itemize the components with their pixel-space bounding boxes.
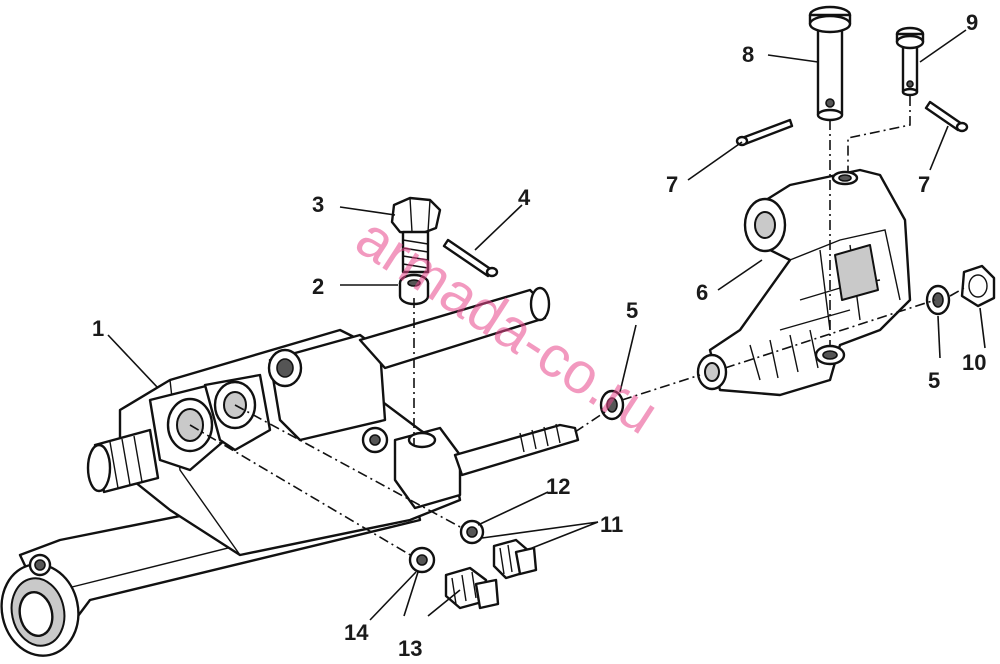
callout-3: 3 xyxy=(312,192,324,217)
callout-11: 11 xyxy=(600,512,623,537)
assembly-center-lines xyxy=(189,96,965,557)
part-3-bolt xyxy=(390,196,442,274)
callout-5-right: 5 xyxy=(928,368,940,393)
callout-9: 9 xyxy=(966,10,978,35)
callout-2: 2 xyxy=(312,274,324,299)
part-7-cotter-pin-right xyxy=(924,100,969,133)
callout-6: 6 xyxy=(696,280,708,305)
callout-labels: 1 2 3 4 5 5 6 7 7 8 9 10 11 12 13 14 xyxy=(92,10,986,661)
callout-5-left: 5 xyxy=(626,298,638,323)
part-13-bolt xyxy=(444,566,500,610)
part-6-bracket xyxy=(696,168,912,397)
callout-8: 8 xyxy=(742,42,754,67)
part-4-cotter-pin xyxy=(442,238,499,278)
part-2-washer xyxy=(398,273,430,306)
callout-10: 10 xyxy=(962,350,986,375)
callout-1: 1 xyxy=(92,316,104,341)
callout-7-right: 7 xyxy=(918,172,930,197)
leader-lines xyxy=(107,29,986,621)
part-5-washer-right xyxy=(925,284,951,316)
part-9-pin xyxy=(895,26,925,97)
callout-12: 12 xyxy=(546,474,570,499)
part-10-nut xyxy=(960,264,996,308)
part-11-bolt xyxy=(492,538,538,580)
part-7-cotter-pin-left xyxy=(735,118,794,147)
callout-7-left: 7 xyxy=(666,172,678,197)
callout-4: 4 xyxy=(518,185,531,210)
part-12-washer xyxy=(459,519,485,545)
part-8-pin xyxy=(808,5,852,122)
callout-13: 13 xyxy=(398,636,422,661)
part-14-washer xyxy=(408,546,436,574)
part-5-washer-left xyxy=(599,389,625,421)
callout-14: 14 xyxy=(344,620,369,645)
